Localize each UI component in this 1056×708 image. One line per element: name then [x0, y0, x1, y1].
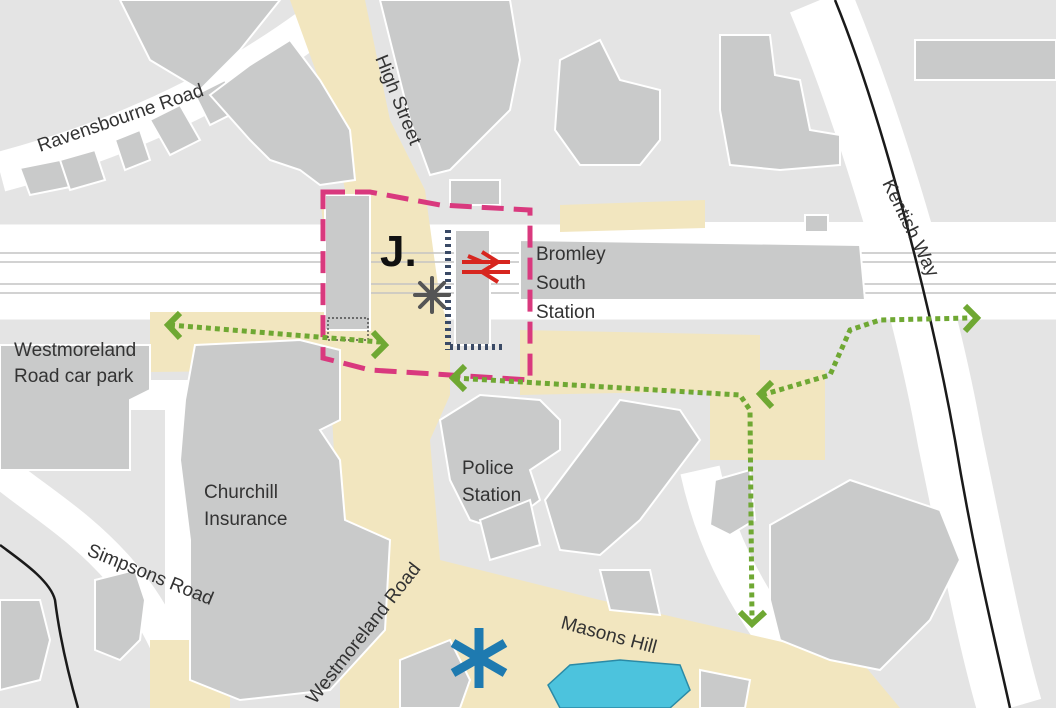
building-churchill-insurance [178, 338, 392, 702]
route-arrows [163, 303, 982, 629]
walking-routes [169, 315, 971, 621]
building-small-1 [58, 148, 107, 192]
building-high-street-parade [324, 194, 371, 331]
arrow-east-right [962, 303, 982, 334]
car-park-road [130, 380, 195, 708]
building-sw-houses [0, 599, 52, 692]
label-bromley-line1: Bromley [536, 244, 606, 265]
arrow-south-down [737, 609, 768, 629]
asterisk-icon [413, 276, 451, 314]
building-nw-block [118, 0, 282, 92]
building-station [454, 229, 491, 346]
building-south-right [699, 668, 752, 708]
building-large-east [769, 478, 962, 672]
label-churchill-line1: Churchill [204, 482, 278, 503]
borough-boundary [0, 0, 1012, 708]
station-forecourt-area [520, 330, 760, 395]
label-westmoreland-car-park-line1: Westmoreland [14, 340, 136, 361]
building-platform-kiosk [804, 214, 829, 233]
kentish-way-road [789, 0, 1042, 708]
label-westmoreland-car-park-line2: Road car park [14, 366, 134, 387]
label-churchill-line2: Insurance [204, 509, 287, 530]
arrow-forecourt-left [448, 363, 468, 393]
label-bromley-line3: Station [536, 302, 595, 323]
building-small-3 [148, 103, 202, 157]
building-northeast-houses [914, 39, 1056, 81]
platform-hatching [445, 230, 505, 350]
asterisk-icon-blue [450, 628, 508, 688]
arrow-east-left [755, 379, 775, 410]
building-car-park [0, 344, 151, 471]
building-high-street-east-terrace [378, 0, 522, 177]
north-plaza-area [560, 200, 705, 232]
national-rail-icon [462, 250, 510, 284]
label-bromley-line2: South [536, 273, 586, 294]
building-small-2 [113, 128, 152, 172]
label-police-line1: Police [462, 458, 514, 479]
label-police-line2: Station [462, 485, 521, 506]
route-forecourt [454, 375, 755, 621]
site-boundary [320, 189, 533, 383]
building-small-east-1 [708, 468, 757, 537]
route-west [169, 322, 381, 345]
arrow-west-left [163, 310, 183, 341]
site-marker-label: J. [380, 227, 417, 276]
building-simpsons-houses [94, 568, 147, 662]
building-church [553, 38, 661, 166]
building-south-cluster [598, 569, 662, 617]
east-plaza-area [710, 370, 825, 460]
masons-hill-road [430, 595, 880, 708]
building-station-small [449, 179, 501, 206]
building-high-street-west-terrace [208, 38, 357, 187]
water-feature [547, 659, 691, 708]
building-police-annex [478, 498, 542, 562]
parade-dotted-outline [327, 317, 369, 341]
building-south-center [399, 638, 472, 708]
arrow-west-right [370, 329, 390, 360]
route-east [761, 315, 971, 398]
building-police-station [438, 393, 561, 532]
building-central-east [543, 398, 702, 557]
building-platform-canopy [519, 238, 867, 301]
building-north-block-a [719, 34, 841, 172]
